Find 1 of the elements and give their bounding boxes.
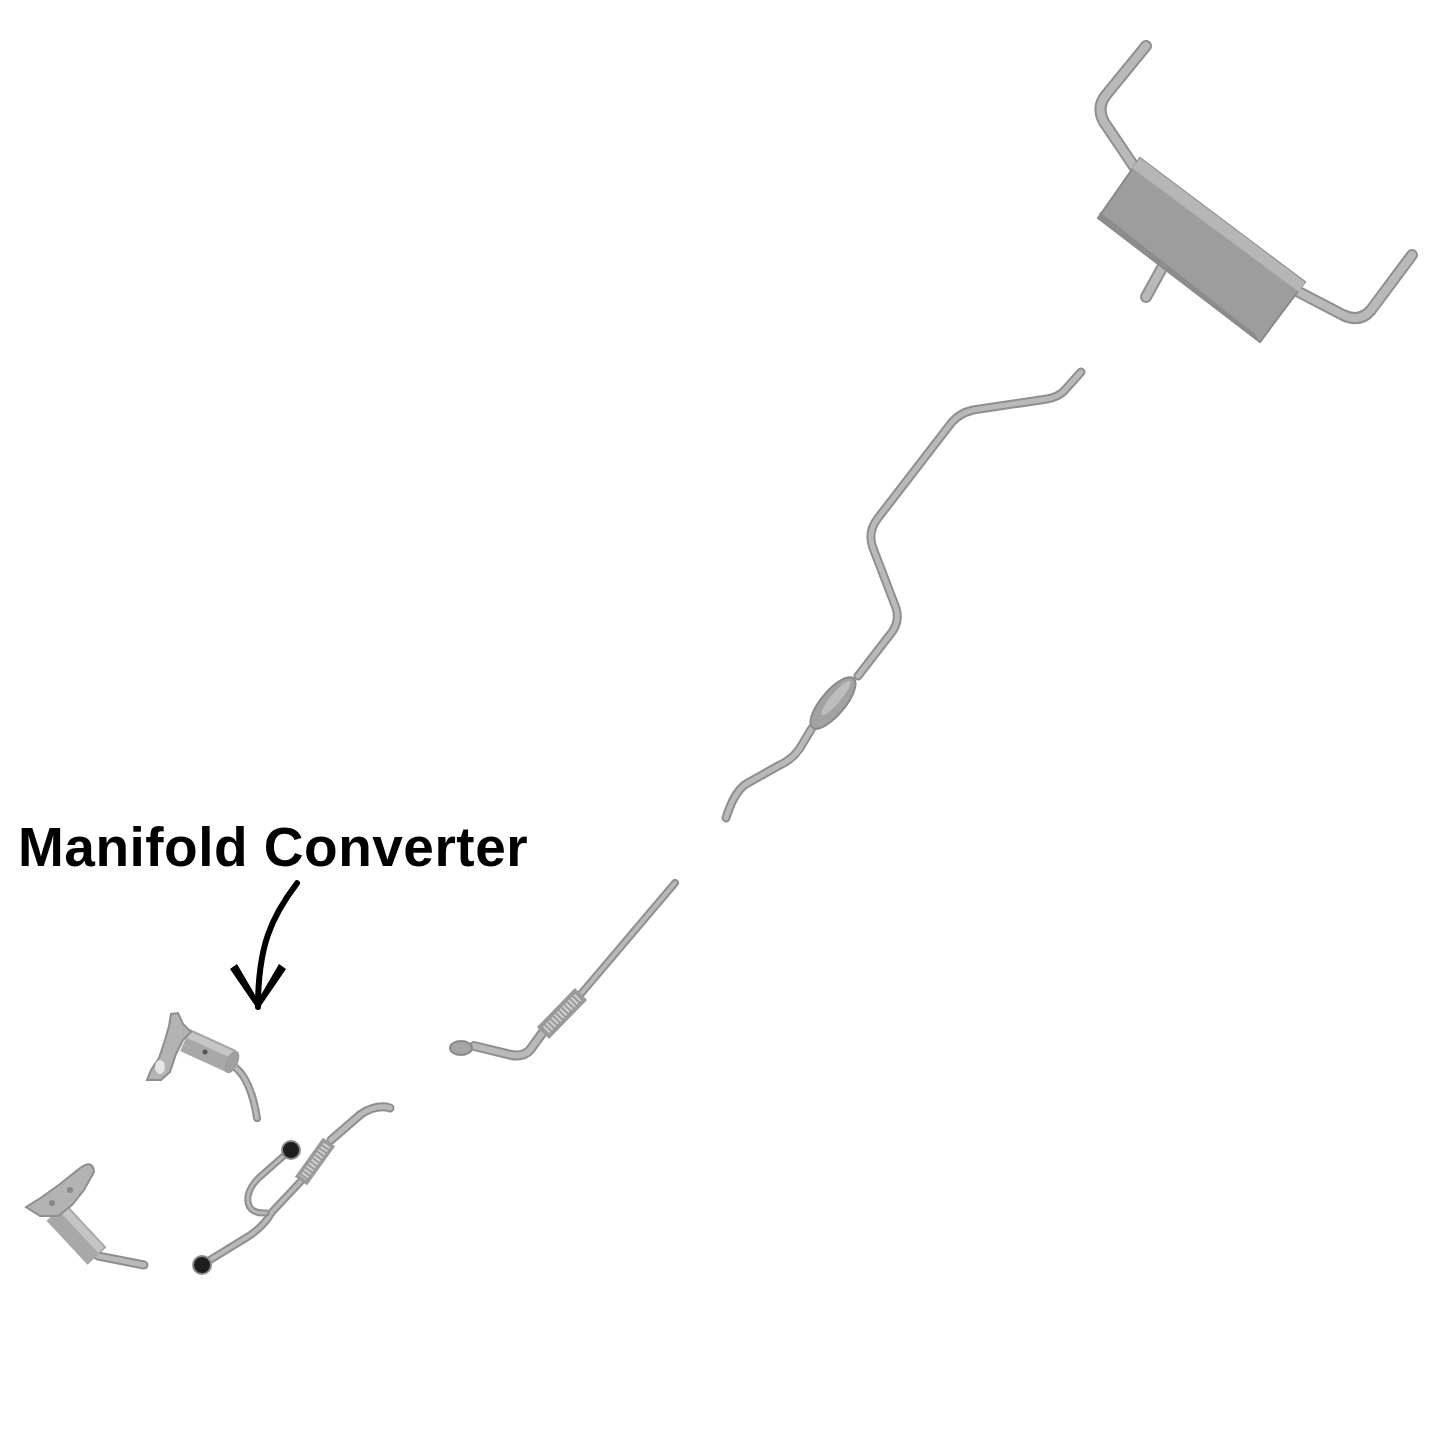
callout-label: Manifold Converter [18,816,529,880]
